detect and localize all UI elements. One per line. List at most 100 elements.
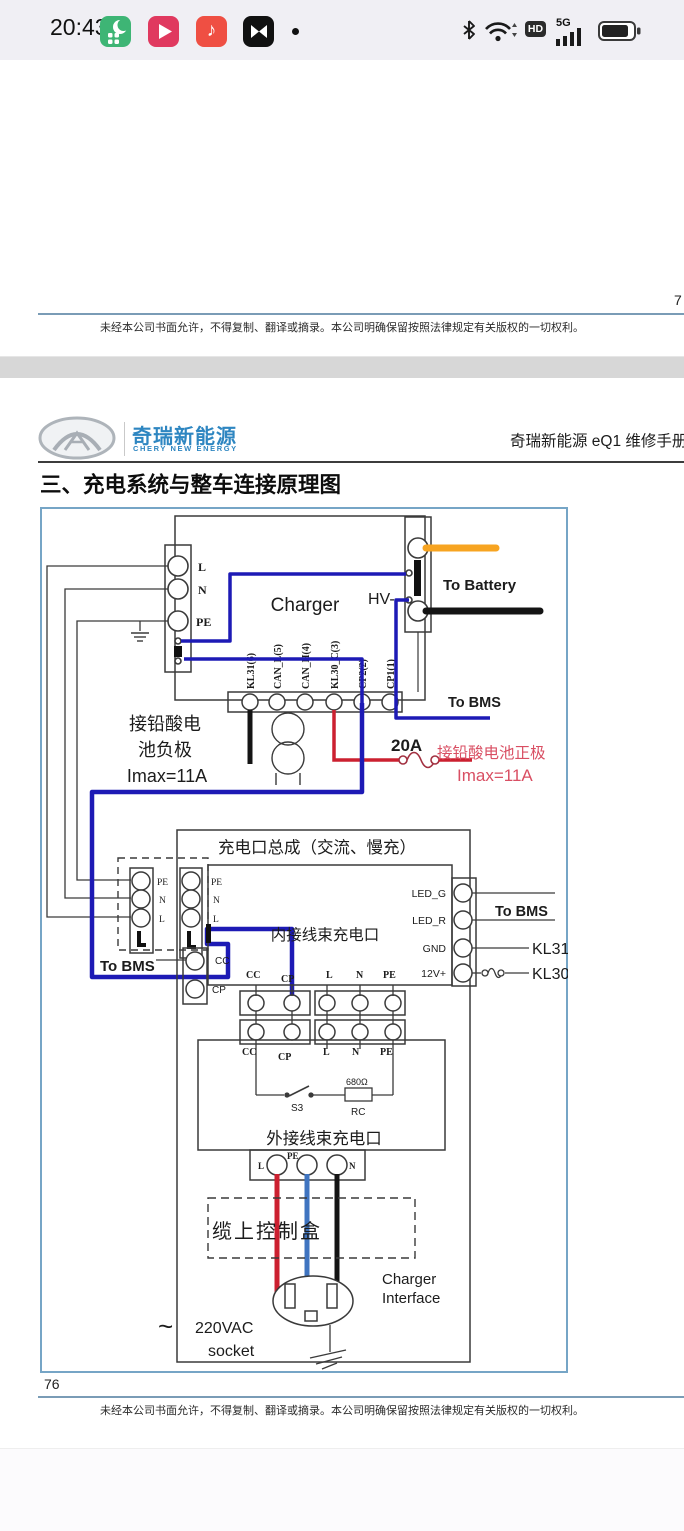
pin-l-label: L [198, 560, 206, 574]
pos-label: 接铅酸电池正极 [437, 744, 546, 762]
ext-cp-label: CP [278, 1052, 291, 1063]
fuse-rating-label: 20A [391, 736, 422, 755]
play-icon [159, 24, 172, 39]
conn-a-n: N [159, 896, 166, 906]
mating-connector-rows [239, 985, 406, 1049]
cc-cp-connector [156, 947, 208, 1005]
coil-symbol [271, 712, 305, 785]
music-app-icon: ♪ [196, 16, 227, 47]
kl31-label: KL31 [532, 941, 568, 958]
conn-b-l: L [213, 915, 219, 925]
inner-pe-label: PE [383, 970, 396, 981]
inner-l-label: L [326, 970, 333, 981]
conn-b-pe: PE [211, 878, 222, 888]
inner-entry-bracket [206, 924, 211, 943]
socket-ground-icon [309, 1349, 347, 1370]
cable-control-box-label: 缆上控制盒 [212, 1220, 322, 1243]
to-battery-label: To Battery [443, 577, 517, 594]
bluetooth-icon [463, 20, 475, 40]
brand-subtitle: CHERY NEW ENERGY [133, 444, 238, 453]
led-r-label: LED_R [412, 915, 446, 927]
resistor-value-label: 680Ω [346, 1077, 368, 1087]
to-bms-right-label: To BMS [495, 904, 548, 920]
battery-positive-wire [332, 710, 399, 762]
video-app-icon [148, 16, 179, 47]
notification-dot [292, 28, 299, 35]
android-nav-bar [0, 1448, 684, 1531]
neg-label-line2: 池负极 [138, 740, 192, 760]
plug-pe-label: PE [287, 1151, 299, 1161]
gnd-label: GND [423, 943, 447, 955]
socket-label-line1: 220VAC [195, 1320, 253, 1337]
page-number: 76 [44, 1376, 60, 1392]
conn-b-n: N [213, 896, 220, 906]
port-right-connector [451, 877, 477, 987]
led-g-label: LED_G [412, 888, 446, 900]
kl30-label: KL30 [532, 966, 568, 983]
page-separator [0, 356, 684, 380]
inner-n-label: N [356, 970, 364, 981]
chery-logo [38, 416, 116, 460]
s3-rc-circuit [255, 1040, 394, 1102]
connector-b [179, 867, 203, 959]
neg-imax-label: Imax=11A [127, 766, 207, 786]
plug-l-label: L [258, 1161, 264, 1171]
blue-signal-wires [89, 572, 490, 1003]
inner-harness-title: 内接线束充电口 [271, 926, 380, 944]
right-leads [472, 892, 555, 974]
prev-page-number: 7 [674, 292, 682, 308]
bowtie-icon [251, 25, 267, 38]
charger-interface-line1: Charger [382, 1271, 436, 1288]
pin-label-cp1: CP1(1) [386, 659, 397, 689]
green-app-icon [100, 16, 131, 47]
ext-pe-label: PE [380, 1047, 393, 1058]
ext-n-label: N [352, 1047, 360, 1058]
pin-label-canh: CAN_H(4) [301, 643, 312, 689]
pin-n-label: N [198, 583, 207, 597]
kl30-fuse-icon [481, 967, 505, 979]
capcut-app-icon [243, 16, 274, 47]
ext-l-label: L [323, 1047, 330, 1058]
12v-label: 12V+ [421, 968, 446, 980]
rc-label: RC [351, 1107, 365, 1118]
to-bms-left-label: To BMS [100, 958, 155, 975]
conn-a-pe: PE [157, 878, 168, 888]
hd-badge: HD [525, 21, 546, 37]
fuse-20a [398, 751, 440, 769]
ac-tilde: ~ [158, 1311, 173, 1341]
footer-rule-2 [38, 1396, 684, 1398]
charger-interface-line2: Interface [382, 1290, 440, 1307]
signal-bars-icon [556, 28, 581, 46]
hv-label: HV- [368, 591, 395, 608]
moon-grid-glyph [108, 19, 130, 44]
charger-signal-pins [241, 693, 399, 711]
s3-label: S3 [291, 1103, 304, 1114]
logo-divider [124, 422, 125, 456]
charger-label: Charger [271, 595, 340, 616]
charger-input-connector [167, 555, 189, 665]
wiring-diagram: Charger L N PE HV- To Batter [40, 507, 568, 1373]
cable-control-box [207, 1197, 416, 1259]
pin-pe-label: PE [196, 615, 211, 629]
section-title: 三、充电系统与整车连接原理图 [40, 473, 342, 497]
manual-title: 奇瑞新能源 eQ1 维修手册 [510, 433, 684, 450]
inner-cc-label: CC [246, 970, 260, 981]
music-note-icon: ♪ [206, 20, 217, 41]
cp-label: CP [212, 985, 226, 996]
brand-name: 奇瑞新能源 [132, 426, 237, 448]
pos-imax-label: Imax=11A [457, 766, 533, 785]
plug-n-label: N [349, 1161, 356, 1171]
cc-label: CC [215, 956, 229, 967]
connector-a [129, 867, 154, 954]
pin-label-kl31: KL31(6) [246, 653, 257, 689]
pin-label-kl30c: KL30_C(3) [330, 641, 341, 689]
external-harness-title: 外接线束充电口 [266, 1129, 382, 1148]
previous-page: 7 未经本公司书面允许，不得复制、翻译或摘录。本公司明确保留按照法律规定有关版权… [0, 60, 684, 356]
ext-cc-label: CC [242, 1047, 256, 1058]
battery-icon [598, 21, 641, 41]
header-rule [38, 461, 684, 463]
socket-icon [272, 1275, 354, 1352]
mains-wires [46, 565, 168, 918]
charge-port-title: 充电口总成（交流、慢充） [218, 837, 416, 857]
